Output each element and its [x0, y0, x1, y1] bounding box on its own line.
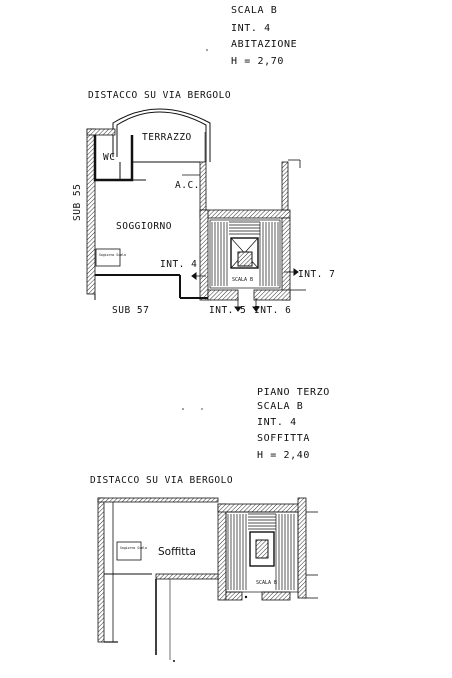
- soggiorno-label: SOGGIORNO: [116, 221, 172, 232]
- bottom-appliance: Sogiorno Scala: [116, 541, 147, 561]
- bottom-interior-lines: [104, 502, 318, 660]
- top-info-line-1: SCALA B: [231, 5, 277, 16]
- sub57-label: SUB 57: [112, 305, 149, 316]
- top-appliance: Sogiorno Scala: [95, 248, 126, 267]
- speck: [201, 408, 203, 410]
- sub55-label: SUB 55: [72, 184, 83, 221]
- soffitta-label: Soffitta: [158, 546, 196, 558]
- bottom-info-line-2: SCALA B: [257, 401, 303, 412]
- wc-room: WC: [93, 135, 146, 182]
- top-walls: [86, 128, 291, 301]
- speck: [182, 408, 184, 410]
- marker-dot: [244, 595, 248, 599]
- bottom-info-line-1: PIANO TERZO: [257, 387, 330, 398]
- top-stairwell: [209, 219, 281, 289]
- int6-label: INT. 6: [254, 305, 291, 316]
- wc-label: WC: [103, 152, 115, 163]
- top-info-line-4: H = 2,70: [231, 56, 284, 67]
- top-info-line-2: INT. 4: [231, 23, 271, 34]
- terrazzo-label: TERRAZZO: [142, 132, 192, 143]
- bottom-stairwell: [225, 511, 299, 593]
- svg-text:Sogiorno Scala: Sogiorno Scala: [120, 546, 147, 550]
- top-scala-label: SCALA B: [232, 277, 253, 283]
- top-arrows: [191, 268, 299, 312]
- bottom-info-line-4: SOFFITTA: [257, 433, 310, 444]
- marker-dot: [173, 660, 175, 662]
- bottom-info-line-3: INT. 4: [257, 417, 297, 428]
- top-plan: SCALA B INT. 4 ABITAZIONE H = 2,70 DISTA…: [72, 5, 335, 316]
- bottom-scala-label: SCALA B: [256, 580, 277, 586]
- int5-label: INT. 5: [209, 305, 246, 316]
- bottom-walls: [97, 497, 307, 643]
- terrazzo-railing: [112, 108, 211, 162]
- int4-label: INT. 4: [160, 259, 197, 270]
- bottom-street-label: DISTACCO SU VIA BERGOLO: [90, 475, 233, 486]
- svg-text:Sogiorno Scala: Sogiorno Scala: [99, 253, 126, 257]
- bottom-info-line-5: H = 2,40: [257, 450, 310, 461]
- top-interior-lines: [94, 132, 306, 300]
- top-info-line-3: ABITAZIONE: [231, 39, 297, 50]
- int7-label: INT. 7: [298, 269, 335, 280]
- speck: [206, 49, 208, 51]
- bottom-plan: PIANO TERZO SCALA B INT. 4 SOFFITTA H = …: [90, 387, 330, 662]
- top-street-label: DISTACCO SU VIA BERGOLO: [88, 90, 231, 101]
- ac-label: A.C.: [175, 180, 200, 191]
